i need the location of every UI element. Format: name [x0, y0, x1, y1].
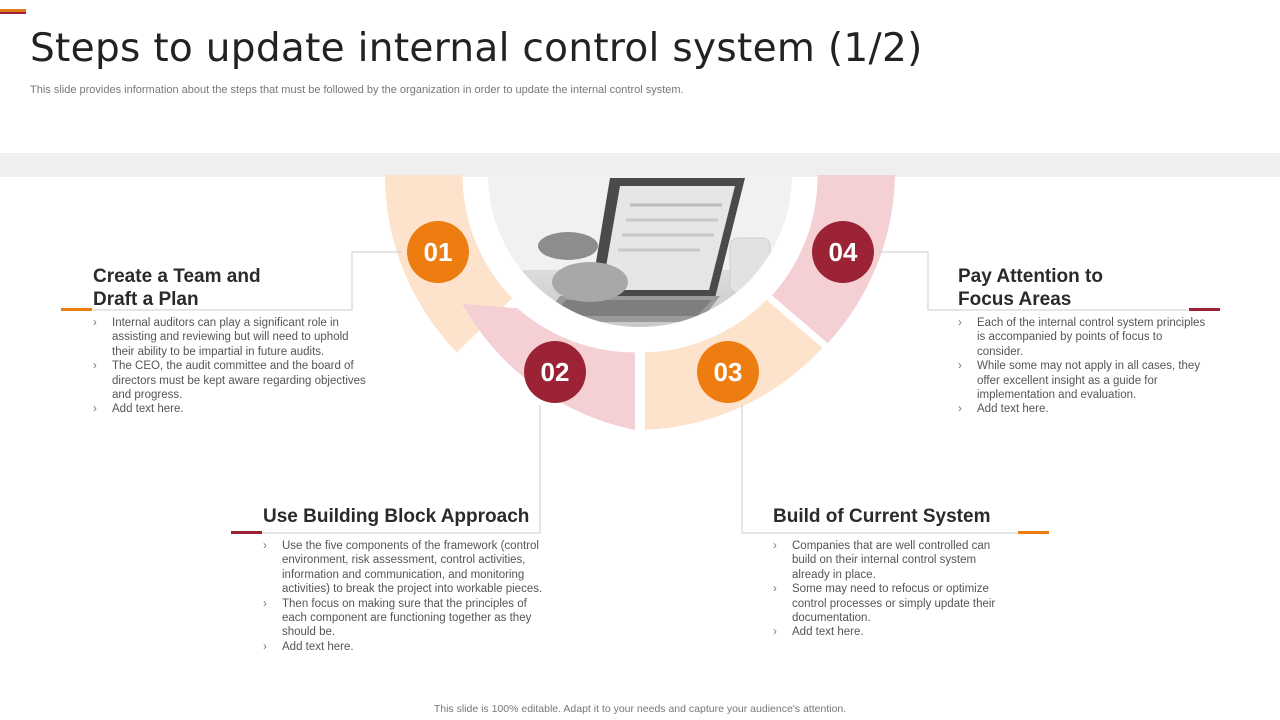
step-badge-02: 02: [524, 341, 586, 403]
accent-dash-02: [231, 531, 262, 534]
list-item: Then focus on making sure that the princ…: [263, 597, 548, 640]
step-badge-01: 01: [407, 221, 469, 283]
list-item: Add text here.: [958, 402, 1208, 417]
corner-accent-maroon: [0, 12, 26, 14]
step-03-bullets: Companies that are well controlled can b…: [773, 539, 998, 640]
slide-title: Steps to update internal control system …: [30, 26, 923, 71]
step-number-01: 01: [424, 237, 453, 267]
step-04-title-line1: Pay Attention to: [958, 266, 1103, 287]
step-04-title-line2: Focus Areas: [958, 289, 1072, 310]
step-03-title: Build of Current System: [773, 505, 1033, 528]
list-item: Some may need to refocus or optimize con…: [773, 582, 998, 625]
slide-subtitle: This slide provides information about th…: [30, 84, 684, 96]
list-item: The CEO, the audit committee and the boa…: [93, 359, 373, 402]
accent-dash-03: [1018, 531, 1049, 534]
step-number-03: 03: [714, 357, 743, 387]
list-item: Use the five components of the framework…: [263, 539, 548, 597]
step-number-02: 02: [541, 357, 570, 387]
connector-lines: [93, 251, 1188, 534]
corner-accent-orange: [0, 9, 26, 12]
step-01-title: Create a Team and Draft a Plan: [93, 265, 343, 311]
list-item: Each of the internal control system prin…: [958, 316, 1208, 359]
step-01-bullets: Internal auditors can play a significant…: [93, 316, 373, 417]
step-04-bullets: Each of the internal control system prin…: [958, 316, 1208, 417]
slide-footer: This slide is 100% editable. Adapt it to…: [433, 703, 847, 715]
accent-dash-04: [1189, 308, 1220, 311]
list-item: Add text here.: [263, 640, 548, 655]
step-badge-04: 04: [812, 221, 874, 283]
list-item: Add text here.: [773, 625, 998, 640]
accent-dash-01: [61, 308, 92, 311]
list-item: While some may not apply in all cases, t…: [958, 359, 1208, 402]
step-02-bullets: Use the five components of the framework…: [263, 539, 548, 655]
step-04-title: Pay Attention to Focus Areas: [958, 265, 1208, 311]
step-02-title: Use Building Block Approach: [263, 505, 563, 528]
list-item: Companies that are well controlled can b…: [773, 539, 998, 582]
step-02-title-line1: Use Building Block Approach: [263, 506, 530, 527]
list-item: Internal auditors can play a significant…: [93, 316, 373, 359]
step-badge-03: 03: [697, 341, 759, 403]
step-03-title-line1: Build of Current System: [773, 506, 991, 527]
step-number-04: 04: [829, 237, 858, 267]
step-01-title-line2: Draft a Plan: [93, 289, 199, 310]
step-01-title-line1: Create a Team and: [93, 266, 261, 287]
list-item: Add text here.: [93, 402, 373, 417]
